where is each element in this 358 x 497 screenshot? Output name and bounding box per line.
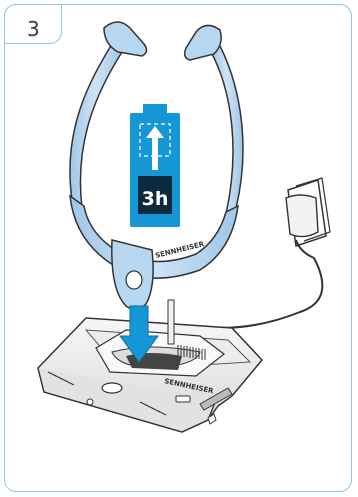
charging-base: SENNHEISER bbox=[37, 299, 264, 433]
illustration-frame bbox=[4, 4, 352, 492]
headset: SENNHEISER bbox=[69, 21, 244, 311]
charge-time-label: 3h bbox=[142, 188, 169, 210]
battery-charging-icon: 3h bbox=[130, 104, 180, 227]
insert-arrow bbox=[119, 305, 159, 363]
step-number: 3 bbox=[27, 17, 40, 41]
step-tab: 3 bbox=[4, 4, 62, 44]
power-adapter bbox=[187, 177, 331, 331]
